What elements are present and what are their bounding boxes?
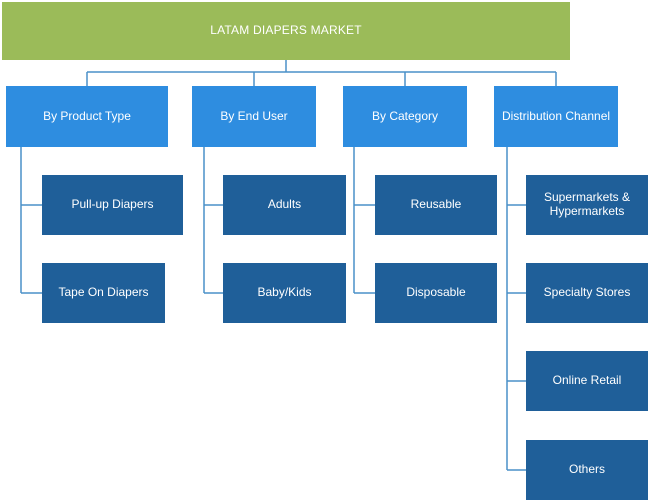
category-label: Distribution Channel <box>501 108 611 123</box>
leaf-disposable: Disposable <box>375 263 497 323</box>
leaf-supermarkets-hypermarkets: Supermarkets & Hypermarkets <box>526 175 648 235</box>
category-distribution-channel: Distribution Channel <box>494 86 618 147</box>
leaf-tape-on-diapers: Tape On Diapers <box>42 263 165 323</box>
leaf-baby-kids: Baby/Kids <box>223 263 346 323</box>
leaf-others: Others <box>526 440 648 500</box>
leaf-label: Disposable <box>406 285 466 300</box>
leaf-online-retail: Online Retail <box>526 351 648 411</box>
leaf-label: Tape On Diapers <box>58 285 149 300</box>
category-label: By End User <box>220 108 288 123</box>
leaf-label: Online Retail <box>552 373 622 388</box>
category-label: By Product Type <box>43 108 131 123</box>
category-product-type: By Product Type <box>6 86 168 147</box>
leaf-label: Baby/Kids <box>257 285 312 300</box>
category-label: By Category <box>371 108 439 123</box>
leaf-label: Supermarkets & Hypermarkets <box>543 190 631 218</box>
leaf-label: Others <box>568 462 605 477</box>
leaf-adults: Adults <box>223 175 346 235</box>
category-category: By Category <box>343 86 467 147</box>
category-end-user: By End User <box>192 86 316 147</box>
leaf-label: Reusable <box>410 197 462 212</box>
leaf-label: Adults <box>267 197 302 212</box>
leaf-label: Pull-up Diapers <box>71 197 154 212</box>
leaf-reusable: Reusable <box>375 175 497 235</box>
root-title: LATAM DIAPERS MARKET <box>210 23 362 38</box>
root-node: LATAM DIAPERS MARKET <box>2 2 570 60</box>
leaf-label: Specialty Stores <box>543 285 631 300</box>
leaf-specialty-stores: Specialty Stores <box>526 263 648 323</box>
leaf-pull-up-diapers: Pull-up Diapers <box>42 175 183 235</box>
